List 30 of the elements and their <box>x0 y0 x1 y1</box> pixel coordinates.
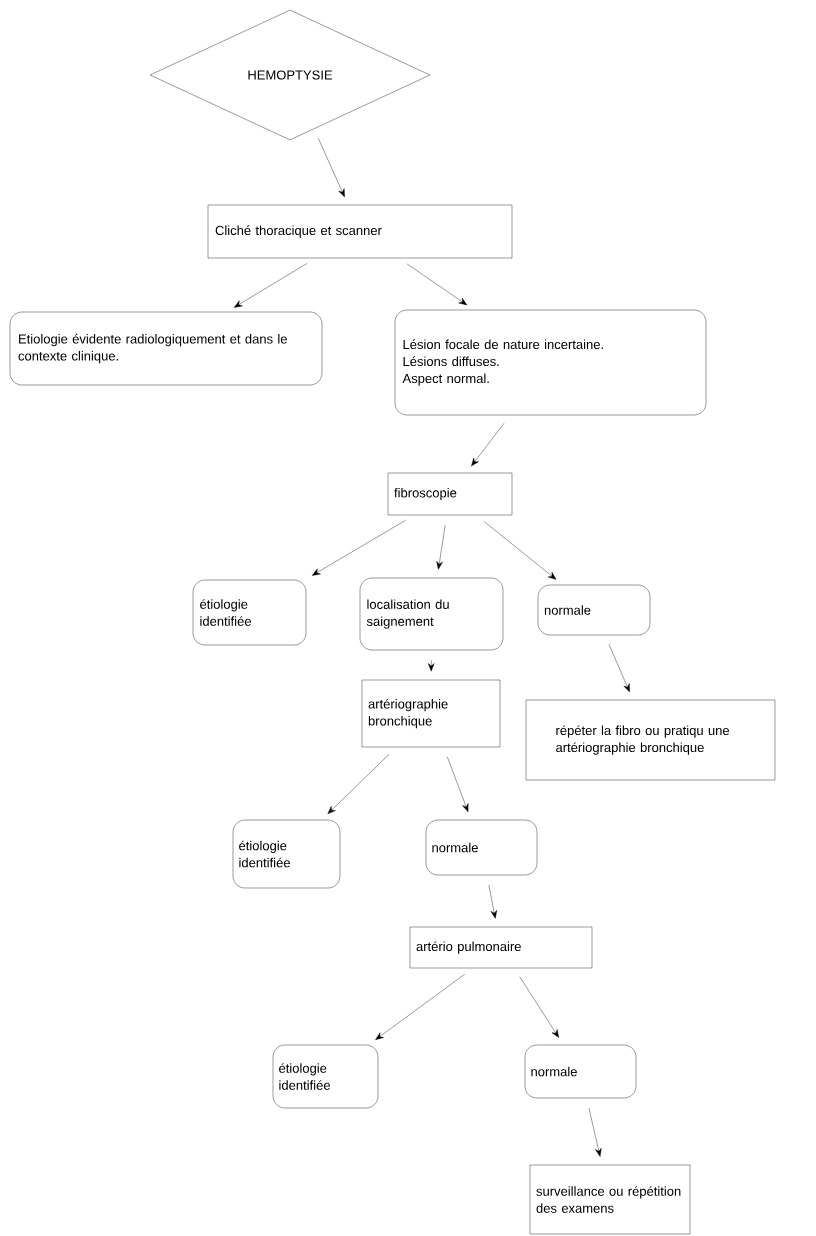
rounded-box: normale <box>524 1044 637 1099</box>
rounded-box: normale <box>425 819 538 876</box>
process-box: Cliché thoracique et scanner <box>207 204 513 259</box>
process-box: artériographie bronchique <box>361 679 501 748</box>
process-box: surveillance ou répétition des examens <box>529 1164 691 1235</box>
rounded-box: Etiologie évidente radiologiquement et dans le contexte clinique. <box>9 311 323 386</box>
rounded-box: normale <box>537 584 651 636</box>
arrow <box>447 756 469 812</box>
arrow <box>483 521 557 580</box>
process-box: fibroscopie <box>387 472 513 516</box>
rounded-box: étiologie identifiée <box>272 1044 379 1109</box>
arrow <box>428 660 435 672</box>
arrow <box>327 753 390 815</box>
arrow <box>488 884 498 919</box>
process-box: artério pulmonaire <box>409 926 593 969</box>
process-box: répéter la fibro ou pratiqu une artériographie bronchique <box>525 699 776 781</box>
arrow <box>588 1107 602 1157</box>
rounded-box: localisation du saignement <box>359 577 504 651</box>
arrow <box>233 263 308 308</box>
rounded-box: Lésion focale de nature incertaine. Lésions diffuses. Aspect normal. <box>394 309 707 416</box>
arrow <box>471 422 505 467</box>
rounded-box: étiologie identifiée <box>232 819 341 889</box>
rounded-box: étiologie identifiée <box>192 579 307 646</box>
arrow <box>406 263 468 306</box>
arrow <box>318 137 345 198</box>
arrow <box>608 644 630 693</box>
arrow <box>375 973 465 1040</box>
arrow <box>436 524 446 570</box>
arrow <box>312 520 406 576</box>
arrow <box>519 976 559 1038</box>
